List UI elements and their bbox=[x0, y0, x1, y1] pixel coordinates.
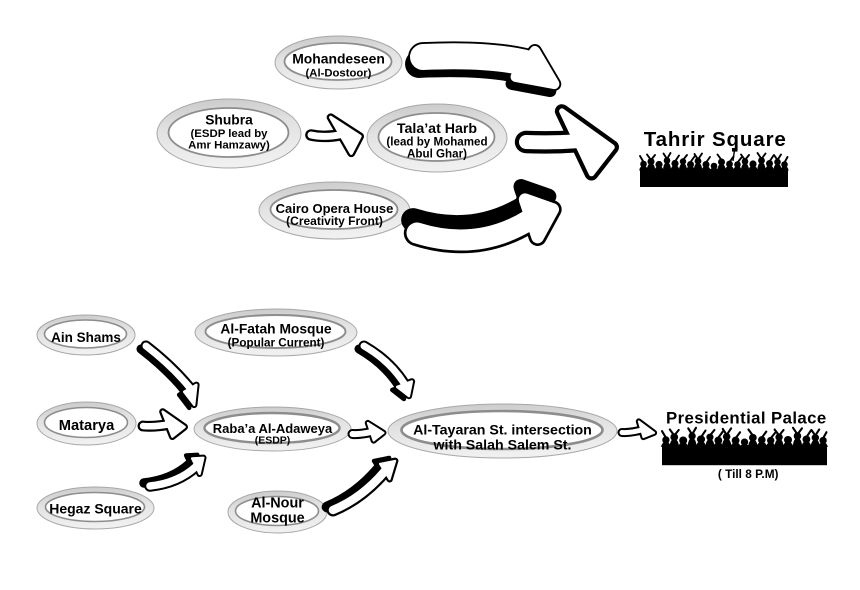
svg-text:Amr Hamzawy): Amr Hamzawy) bbox=[188, 140, 270, 152]
svg-text:Cairo Opera House: Cairo Opera House bbox=[276, 201, 394, 216]
svg-text:Al-Nour: Al-Nour bbox=[251, 496, 304, 512]
svg-text:Shubra: Shubra bbox=[205, 113, 253, 128]
svg-text:Abul Ghar): Abul Ghar) bbox=[407, 147, 467, 160]
svg-text:(Popular Current): (Popular Current) bbox=[228, 337, 325, 350]
svg-text:Al-Tayaran St. intersection: Al-Tayaran St. intersection bbox=[413, 423, 592, 439]
svg-text:with Salah Salem St.: with Salah Salem St. bbox=[433, 438, 572, 454]
svg-text:(lead by Mohamed: (lead by Mohamed bbox=[386, 135, 487, 148]
svg-text:(Al-Dostoor): (Al-Dostoor) bbox=[306, 68, 372, 80]
svg-text:Mohandeseen: Mohandeseen bbox=[292, 51, 385, 67]
svg-text:Mosque: Mosque bbox=[250, 511, 304, 527]
svg-text:Raba’a Al-Adaweya: Raba’a Al-Adaweya bbox=[213, 421, 333, 436]
svg-text:(ESDP lead by: (ESDP lead by bbox=[190, 128, 268, 140]
svg-text:(ESDP): (ESDP) bbox=[255, 435, 291, 447]
svg-text:Ain Shams: Ain Shams bbox=[51, 330, 121, 345]
svg-text:Al-Fatah Mosque: Al-Fatah Mosque bbox=[220, 322, 331, 337]
svg-text:Matarya: Matarya bbox=[59, 418, 115, 434]
svg-text:Hegaz Square: Hegaz Square bbox=[49, 501, 142, 517]
svg-text:(Creativity Front): (Creativity Front) bbox=[286, 214, 383, 228]
svg-text:( Till 8 P.M): ( Till 8 P.M) bbox=[718, 467, 779, 481]
svg-text:Tala’at Harb: Tala’at Harb bbox=[397, 121, 477, 137]
svg-text:Presidential Palace: Presidential Palace bbox=[666, 409, 827, 428]
svg-text:Tahrir Square: Tahrir Square bbox=[644, 128, 787, 151]
